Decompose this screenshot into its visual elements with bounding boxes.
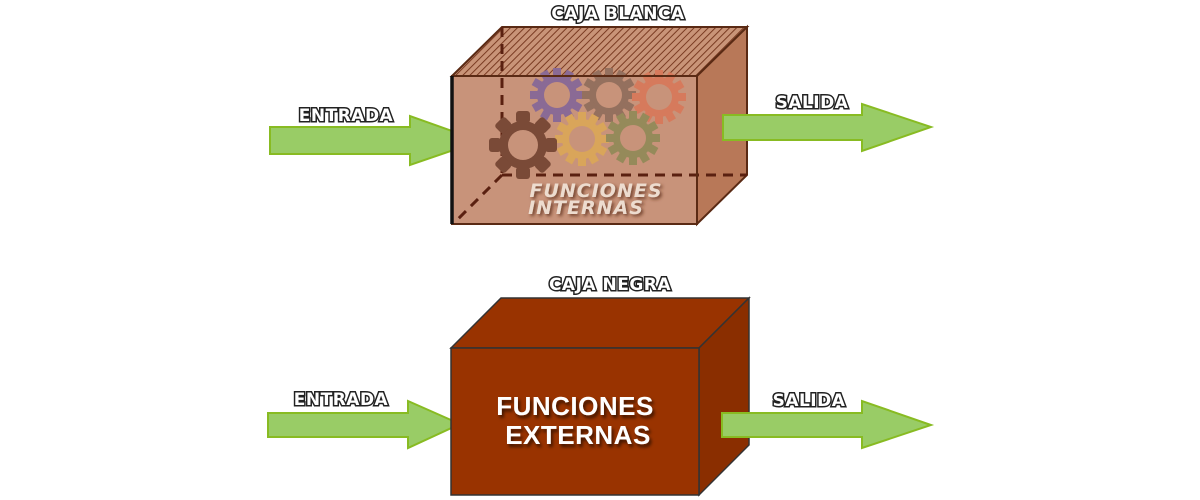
black-box-diagram: CAJA NEGRA ENTRADA FUNCIONES EXTERNAS SA… xyxy=(267,274,935,497)
white-box-diagram: CAJA BLANCA ENTRADA xyxy=(269,3,935,227)
black-box-input-label: ENTRADA xyxy=(294,390,389,410)
black-box-content-line2: EXTERNAS xyxy=(505,420,651,450)
white-box-output-arrow xyxy=(722,102,935,153)
white-box-input-arrow xyxy=(269,114,484,167)
white-box-content-line2: INTERNAS xyxy=(528,197,644,219)
white-box-content-line1: FUNCIONES xyxy=(529,180,662,202)
white-box-cube: FUNCIONES INTERNAS xyxy=(449,24,750,227)
black-box-input-arrow xyxy=(267,399,463,450)
white-box-output-label: SALIDA xyxy=(776,93,849,113)
black-box-front-face xyxy=(450,347,700,496)
black-box-output-label: SALIDA xyxy=(773,391,846,411)
black-box-content-line1: FUNCIONES xyxy=(496,391,654,421)
black-box-title: CAJA NEGRA xyxy=(549,275,671,295)
gear-icon xyxy=(489,111,557,179)
black-box-output-arrow xyxy=(721,399,935,450)
black-box-cube: FUNCIONES EXTERNAS xyxy=(449,296,751,497)
white-box-top-face xyxy=(449,26,750,77)
black-box-top-face xyxy=(449,297,751,349)
white-box-input-label: ENTRADA xyxy=(299,106,394,126)
white-box-title: CAJA BLANCA xyxy=(551,4,685,24)
